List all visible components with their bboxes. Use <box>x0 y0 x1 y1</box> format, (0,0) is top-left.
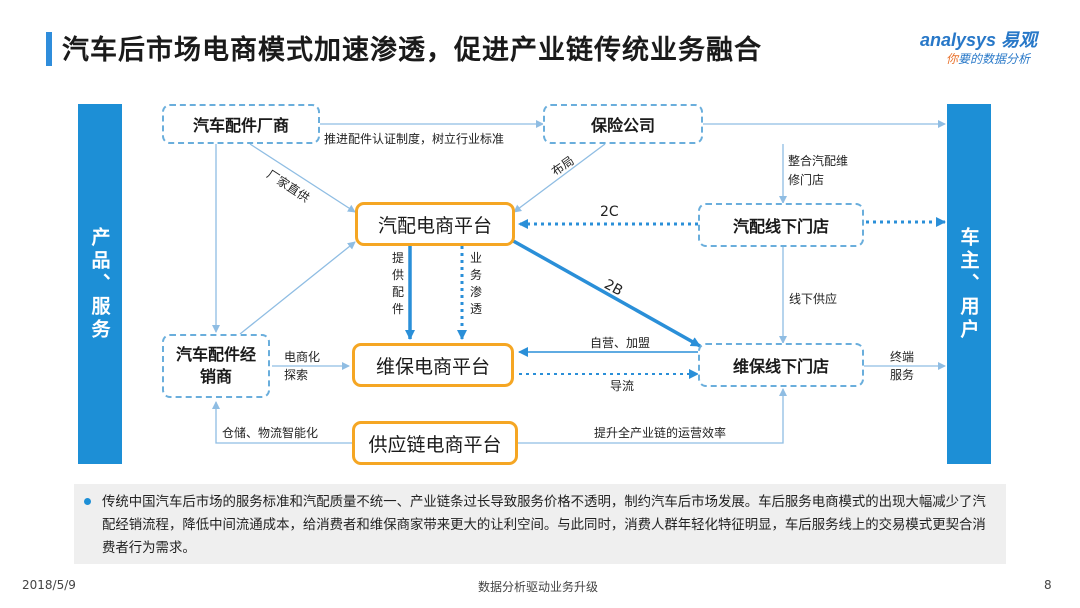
node-supply-platform: 供应链电商平台 <box>352 421 518 465</box>
node-insurance: 保险公司 <box>543 104 703 144</box>
page-title: 汽车后市场电商模式加速渗透，促进产业链传统业务融合 <box>62 35 762 66</box>
label-certification: 推进配件认证制度，树立行业标准 <box>324 132 505 146</box>
logo-slogan-em: 你 <box>946 52 959 66</box>
label-ecommerce-explore: 电商化探索 <box>284 350 321 382</box>
label-self-franchise: 自营、加盟 <box>590 336 651 350</box>
arrow-supply-to-distributor <box>212 401 352 444</box>
label-integrate-stores: 整合汽配维修门店 <box>788 154 849 187</box>
arrow-2b <box>507 236 701 348</box>
node-repair-store: 维保线下门店 <box>698 343 864 387</box>
label-efficiency: 提升全产业链的运营效率 <box>594 426 727 440</box>
node-repair-platform: 维保电商平台 <box>352 343 514 387</box>
summary-text: 传统中国汽车后市场的服务标准和汽配质量不统一、产业链条过长导致服务价格不透明，制… <box>102 495 986 556</box>
arrow-supply-to-repair-store <box>518 388 787 444</box>
node-parts-store: 汽配线下门店 <box>698 203 864 247</box>
node-distributor: 汽车配件经销商 <box>162 334 270 398</box>
side-label-products: 产品、服务 <box>78 104 122 464</box>
logo-slogan-text: 要的数据分析 <box>958 52 1031 66</box>
label-penetrate: 业务渗透 <box>469 251 482 316</box>
bullet-icon <box>84 498 91 505</box>
footer-date: 2018/5/9 <box>22 578 76 592</box>
label-terminal-service: 终端服务 <box>890 350 915 382</box>
title-accent-bar <box>46 32 52 66</box>
footer-page-number: 8 <box>1044 578 1052 592</box>
side-label-users: 车主、用户 <box>947 104 991 464</box>
summary-note: 传统中国汽车后市场的服务标准和汽配质量不统一、产业链条过长导致服务价格不透明，制… <box>74 484 1006 564</box>
node-manufacturer: 汽车配件厂商 <box>162 104 320 144</box>
logo-slogan: 你要的数据分析 <box>946 50 1030 67</box>
arrow-insurance-to-parts-platform <box>513 143 606 213</box>
label-guide-traffic: 导流 <box>610 379 635 393</box>
footer-tagline: 数据分析驱动业务升级 <box>478 580 599 594</box>
label-supply-parts: 提供配件 <box>391 251 404 316</box>
arrow-distributor-to-parts-platform <box>239 241 356 335</box>
node-parts-platform: 汽配电商平台 <box>355 202 515 246</box>
label-storage-logistics: 仓储、物流智能化 <box>222 426 319 440</box>
arrow-manufacturer-to-parts-platform <box>249 143 356 213</box>
label-2c: 2C <box>600 204 619 220</box>
logo-brand: analysys 易观 <box>920 30 1038 50</box>
analysys-logo: analysys 易观 你要的数据分析 <box>920 26 1060 70</box>
label-offline-supply: 线下供应 <box>789 292 838 306</box>
